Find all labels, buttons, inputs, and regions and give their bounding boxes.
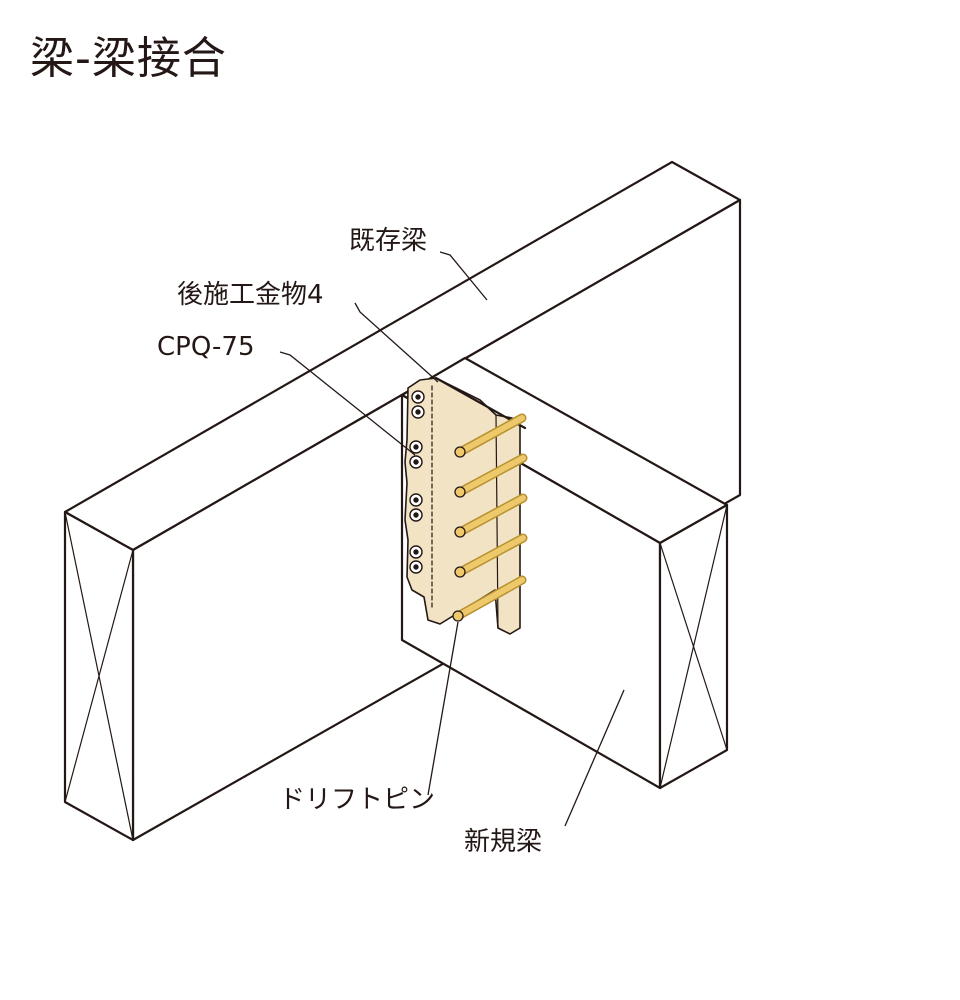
bolt-group-3: [409, 493, 423, 522]
drift-pin-3: [454, 493, 528, 538]
bolt-group-1: [411, 390, 425, 419]
label-hardware: 後施工金物4: [177, 280, 324, 310]
leader-lines: [279, 251, 625, 827]
drift-pin-2: [454, 453, 528, 498]
drift-pins: [452, 413, 528, 622]
bolt-group-2: [409, 440, 423, 469]
leader-new-beam: [564, 689, 625, 827]
new-beam-end-cross-2: [659, 504, 728, 789]
label-model: CPQ-75: [157, 332, 255, 362]
label-existing-beam: 既存梁: [349, 226, 427, 256]
bolt-group-4: [409, 545, 423, 574]
leader-existing-beam: [439, 251, 488, 301]
existing-beam-end-cross-2: [64, 549, 134, 803]
drift-pin-1: [454, 413, 527, 458]
bolts: [409, 390, 425, 574]
drift-pin-5: [452, 575, 527, 622]
label-new-beam: 新規梁: [464, 827, 542, 857]
label-drift-pin: ドリフトピン: [279, 785, 435, 815]
leader-drift-pin: [427, 621, 459, 796]
leader-model: [279, 351, 416, 456]
leader-hardware: [354, 302, 439, 383]
drift-pin-4: [454, 533, 528, 578]
page-title: 梁-梁接合: [30, 33, 227, 84]
